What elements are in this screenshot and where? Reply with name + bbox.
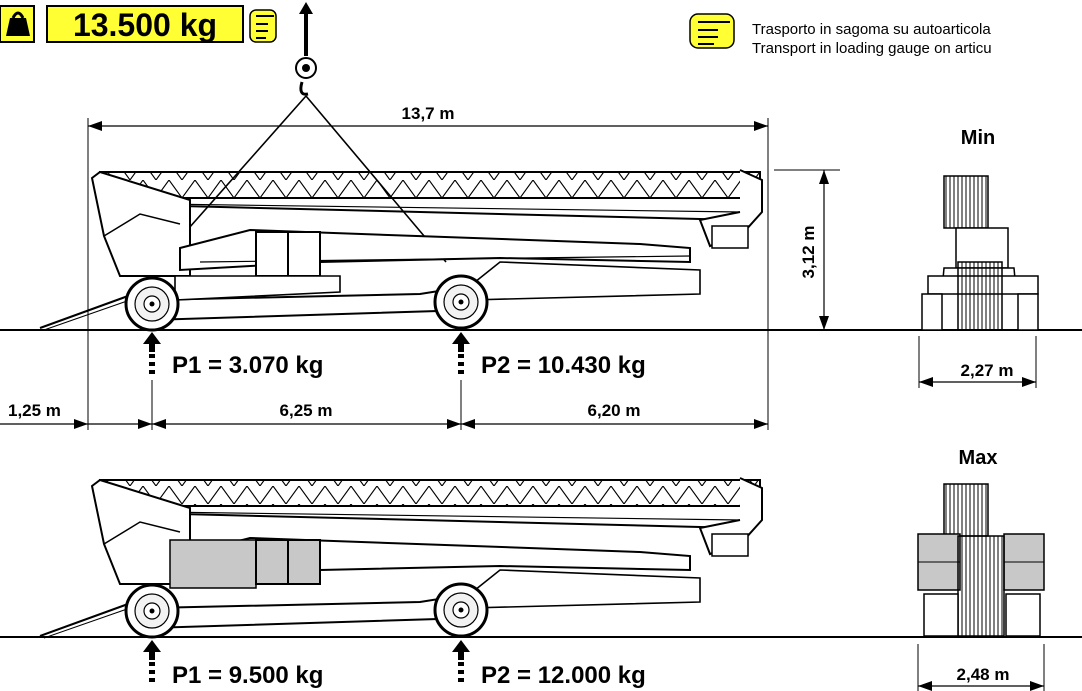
load-p1-label: P1 = 9.500 kg (172, 662, 323, 689)
width-label-max: 2,48 m (957, 665, 1010, 684)
crane-front-view-max (917, 483, 1045, 637)
overall-length-label: 13,7 m (402, 104, 455, 123)
width-dimension-max: 2,48 m (917, 644, 1045, 691)
crane-side-view-max (39, 477, 763, 639)
view-label-max: Max (959, 447, 998, 469)
wheelbase-2-label: 6,20 m (588, 401, 641, 420)
pointing-hand-icon (249, 9, 277, 43)
total-weight-box: 13.500 kg (46, 5, 244, 43)
height-dimension: 3,12 m (774, 169, 840, 331)
transport-note-line1: Trasporto in sagoma su autoarticola (752, 21, 991, 38)
wheelbase-1-label: 6,25 m (280, 401, 333, 420)
load-p2-label: P2 = 10.430 kg (481, 352, 646, 379)
load-arrow-icon (452, 640, 470, 682)
load-p1-label: P1 = 3.070 kg (172, 352, 323, 379)
crane-front-view-min (921, 175, 1039, 331)
load-arrow-icon (143, 640, 161, 682)
weight-icon (0, 5, 35, 43)
crane-side-view-min (39, 95, 763, 332)
view-label-min: Min (961, 127, 995, 149)
load-p2-label: P2 = 12.000 kg (481, 662, 646, 689)
overall-length-dimension: 13,7 m (87, 104, 769, 430)
width-dimension-min: 2,27 m (918, 336, 1037, 388)
load-arrow-icon (143, 332, 161, 374)
pointing-hand-icon (689, 13, 735, 49)
width-label-min: 2,27 m (961, 361, 1014, 380)
lift-hook-icon (295, 2, 317, 96)
wheelbase-dimensions: 1,25 m 6,25 m 6,20 m (0, 380, 768, 430)
total-weight: 13.500 kg (73, 7, 217, 43)
front-overhang-label: 1,25 m (8, 401, 61, 420)
load-arrow-icon (452, 332, 470, 374)
height-label: 3,12 m (799, 226, 818, 279)
transport-note-line2: Transport in loading gauge on articu (752, 40, 992, 57)
